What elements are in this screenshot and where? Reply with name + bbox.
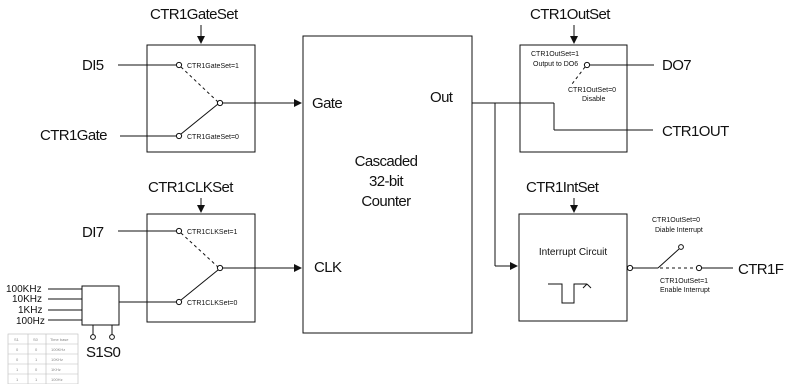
freq-table-cell: 10KHz (51, 357, 63, 362)
counter-block: Gate CLK Out Cascaded 32-bit Counter (302, 35, 473, 334)
interrupt-circuit-label: Interrupt Circuit (539, 247, 608, 258)
freq-table-cell: 0 (35, 367, 38, 372)
counter-out-port: Out (430, 89, 454, 106)
interrupt-switch-contact-top (678, 244, 684, 250)
output-ctr1f: CTR1F (738, 261, 784, 278)
counter-gate-port: Gate (312, 95, 342, 112)
output-ctr1out: CTR1OUT (662, 123, 729, 140)
out-switch-arm (571, 66, 586, 85)
gate-set-title: CTR1GateSet (150, 6, 239, 23)
freq-table-cell: 1 (16, 377, 19, 382)
clk-set-pos-1: CTR1CLKSet=1 (187, 229, 237, 236)
freq-input-100khz: 100KHz (6, 284, 42, 295)
counter-title-line1: Cascaded (355, 153, 418, 170)
interrupt-output-node (626, 264, 634, 272)
freq-table-cell: 100Hz (51, 377, 63, 382)
out-set-title: CTR1OutSet (530, 6, 611, 23)
int-sw-bottom-1: CTR1OutSet=1 (660, 278, 708, 285)
frequency-select-table: S1 S0 Time base 0 0 100KHz 0 1 10KHz 1 0… (7, 333, 79, 384)
freq-table-cell: 0 (16, 347, 19, 352)
freq-table-head-s0: S0 (33, 337, 39, 342)
freq-input-10khz: 10KHz (12, 294, 42, 305)
freq-table-cell: 1 (35, 377, 38, 382)
freq-input-1khz: 1KHz (18, 305, 42, 316)
freq-table-cell: 100KHz (51, 347, 65, 352)
clk-switch-contact-top (175, 227, 183, 235)
clk-switch-pivot (216, 264, 224, 272)
int-sw-top-2: Diable Interrupt (655, 227, 703, 234)
out-bus (472, 102, 653, 270)
out-set-pos-1-desc: Output to DO6 (533, 61, 578, 68)
interrupt-switch-contact (695, 264, 703, 272)
freq-table-cell: 1 (16, 367, 19, 372)
gate-switch-pivot (216, 99, 224, 107)
pulse-arrow-tick (586, 283, 592, 289)
input-di7: DI7 (82, 224, 104, 241)
int-sw-top-1: CTR1OutSet=0 (652, 217, 700, 224)
out-set-pos-0-desc: Disable (582, 96, 605, 103)
clk-switch-arm (180, 269, 219, 301)
clk-switch-open-arm (180, 232, 219, 268)
freq-table-cell: 1 (35, 357, 38, 362)
interrupt-block: CTR1IntSet Interrupt Circuit CTR1OutSet=… (518, 179, 784, 322)
freq-table-cell: 0 (35, 347, 38, 352)
clk-set-title: CTR1CLKSet (148, 179, 234, 196)
gate-switch-open-arm (180, 66, 219, 103)
select-pins-label: S1S0 (86, 344, 121, 361)
interrupt-pulse-icon (548, 283, 587, 304)
clk-set-pos-0: CTR1CLKSet=0 (187, 300, 237, 307)
interrupt-switch-arm-open (657, 248, 680, 269)
out-set-pos-0: CTR1OutSet=0 (568, 87, 616, 94)
out-set-pos-1: CTR1OutSet=1 (531, 51, 579, 58)
freq-table-cell: 1KHz (51, 367, 61, 372)
freq-table-head-s1: S1 (14, 337, 20, 342)
s1-pin (90, 334, 96, 340)
output-do7: DO7 (662, 57, 691, 74)
int-sw-bottom-2: Enable Interrupt (660, 287, 710, 294)
counter-title-line3: Counter (361, 193, 411, 210)
freq-table-head-timebase: Time base (50, 337, 69, 342)
input-di5: DI5 (82, 57, 104, 74)
out-select-box (519, 44, 628, 153)
out-switch-contact (583, 61, 591, 69)
frequency-mux-box (81, 285, 120, 326)
gate-set-pos-0: CTR1GateSet=0 (187, 134, 239, 141)
out-select-block: CTR1OutSet CTR1OutSet=1 Output to DO6 CT… (519, 6, 730, 153)
gate-switch-contact-top (175, 61, 183, 69)
gate-set-pos-1: CTR1GateSet=1 (187, 63, 239, 70)
gate-select-block: CTR1GateSet DI5 CTR1GateSet=1 CTR1Gate C… (40, 6, 302, 153)
freq-input-100hz: 100Hz (16, 316, 45, 327)
counter-title-line2: 32-bit (369, 173, 404, 190)
gate-select-box (146, 44, 256, 153)
counter-clk-port: CLK (314, 259, 342, 276)
interrupt-circuit-box (518, 213, 628, 322)
s0-pin (109, 334, 115, 340)
counter-box (302, 35, 473, 334)
gate-switch-arm (180, 103, 219, 135)
int-set-title: CTR1IntSet (526, 179, 600, 196)
clk-select-block: CTR1CLKSet DI7 CTR1CLKSet=1 CTR1CLKSet=0 (82, 179, 302, 323)
input-ctr1gate: CTR1Gate (40, 127, 107, 144)
gate-switch-contact-bottom (175, 132, 183, 140)
clk-switch-contact-bottom (175, 298, 183, 306)
frequency-mux: 100KHz 10KHz 1KHz 100Hz S1S0 (6, 284, 176, 361)
freq-table-frame (7, 333, 79, 384)
pulse-arrow-tick (582, 283, 588, 289)
freq-table-cell: 0 (16, 357, 19, 362)
